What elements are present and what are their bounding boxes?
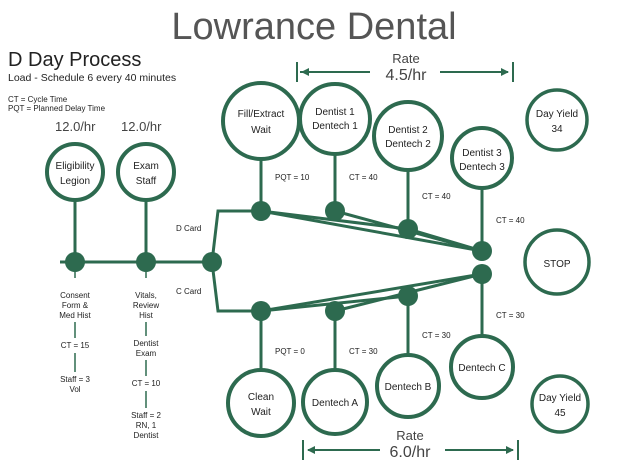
dentist2-line1: Dentist 2	[388, 125, 428, 136]
junction-dot	[325, 201, 345, 221]
eligibility-note: Staff = 3	[60, 375, 90, 384]
junctions	[65, 201, 492, 321]
junction-dot	[136, 252, 156, 272]
dentist1-line2: Dentech 1	[312, 121, 358, 132]
dentist1-line1: Dentist 1	[315, 107, 355, 118]
dentist2-node	[372, 100, 444, 172]
dentech-a-node	[301, 368, 369, 436]
exam-note: Hist	[139, 311, 154, 320]
top-rate-arrow	[296, 62, 514, 82]
exam-line1: Exam	[133, 161, 159, 172]
eligibility-line2: Legion	[60, 176, 90, 187]
junction-dot	[472, 241, 492, 261]
day-yield-bottom-line1: Day Yield	[539, 393, 581, 404]
clean-line1: Clean	[248, 392, 274, 403]
exam-note: Dentist	[134, 431, 160, 440]
page-title: Lowrance Dental	[171, 6, 457, 48]
eligibility-node	[45, 142, 105, 202]
eligibility-note: Vol	[69, 385, 80, 394]
ct-definition: CT = Cycle Time	[8, 95, 68, 104]
dentist1-ct-label: CT = 40	[349, 173, 378, 182]
day-yield-bottom-node	[530, 374, 590, 434]
fill-extract-line2: Wait	[251, 125, 271, 136]
junction-dot	[472, 264, 492, 284]
dentech-c-label: Dentech C	[458, 363, 505, 374]
exam-note: CT = 10	[132, 379, 161, 388]
exam-notes: Vitals, Review Hist Dentist Exam CT = 10…	[131, 291, 161, 440]
day-yield-top-node	[525, 88, 589, 152]
process-subtitle: D Day Process	[8, 49, 142, 71]
dentech-b-label: Dentech B	[385, 382, 432, 393]
junction-dot	[325, 301, 345, 321]
d-card-label: D Card	[176, 224, 201, 233]
load-description: Load - Schedule 6 every 40 minutes	[8, 72, 177, 84]
exam-note: Dentist	[134, 339, 160, 348]
clean-pqt-label: PQT = 0	[275, 347, 305, 356]
dentech-a-ct-label: CT = 30	[349, 347, 378, 356]
eligibility-note: Consent	[60, 291, 91, 300]
bottom-rate-value: 6.0/hr	[390, 444, 432, 461]
top-rate-label: Rate	[392, 51, 419, 66]
dentech-b-ct-label: CT = 30	[422, 331, 451, 340]
stop-node	[523, 228, 591, 296]
exam-note: Exam	[136, 349, 157, 358]
day-yield-top-line1: Day Yield	[536, 109, 578, 120]
dentech-c-ct-label: CT = 30	[496, 311, 525, 320]
clean-line2: Wait	[251, 407, 271, 418]
dentech-c-node	[449, 334, 515, 400]
eligibility-line1: Eligibility	[56, 161, 95, 172]
stop-label: STOP	[543, 259, 570, 270]
fill-extract-line1: Fill/Extract	[238, 109, 285, 120]
dentist3-line2: Dentech 3	[459, 162, 505, 173]
dentist1-node	[298, 82, 372, 156]
exam-note: Vitals,	[135, 291, 157, 300]
eligibility-note: CT = 15	[61, 341, 90, 350]
pqt-definition: PQT = Planned Delay Time	[8, 104, 106, 113]
fill-extract-node	[221, 81, 301, 161]
top-rate-value: 4.5/hr	[386, 67, 428, 84]
dentech-a-label: Dentech A	[312, 398, 358, 409]
dentist3-node	[450, 126, 514, 190]
dentist3-ct-label: CT = 40	[496, 216, 525, 225]
exam-rate: 12.0/hr	[121, 119, 162, 134]
eligibility-note: Form &	[62, 301, 89, 310]
junction-dot	[251, 201, 271, 221]
junction-dot	[202, 252, 222, 272]
eligibility-notes: Consent Form & Med Hist CT = 15 Staff = …	[59, 291, 91, 394]
exam-note: Review	[133, 301, 159, 310]
dentech-b-node	[375, 353, 441, 419]
clean-node	[226, 368, 296, 438]
bottom-rate-arrow	[302, 440, 519, 460]
eligibility-note: Med Hist	[59, 311, 91, 320]
junction-dot	[398, 286, 418, 306]
bottom-rate-label: Rate	[396, 428, 423, 443]
exam-note: Staff = 2	[131, 411, 161, 420]
c-card-label: C Card	[176, 287, 201, 296]
eligibility-rate: 12.0/hr	[55, 119, 96, 134]
exam-node	[116, 142, 176, 202]
dentist2-ct-label: CT = 40	[422, 192, 451, 201]
day-yield-bottom-line2: 45	[554, 408, 566, 419]
dentist3-line1: Dentist 3	[462, 148, 502, 159]
exam-line2: Staff	[136, 176, 157, 187]
junction-dot	[65, 252, 85, 272]
junction-dot	[251, 301, 271, 321]
junction-dot	[398, 219, 418, 239]
exam-note: RN, 1	[136, 421, 157, 430]
dentist2-line2: Dentech 2	[385, 139, 431, 150]
fill-pqt-label: PQT = 10	[275, 173, 310, 182]
day-yield-top-line2: 34	[551, 124, 563, 135]
